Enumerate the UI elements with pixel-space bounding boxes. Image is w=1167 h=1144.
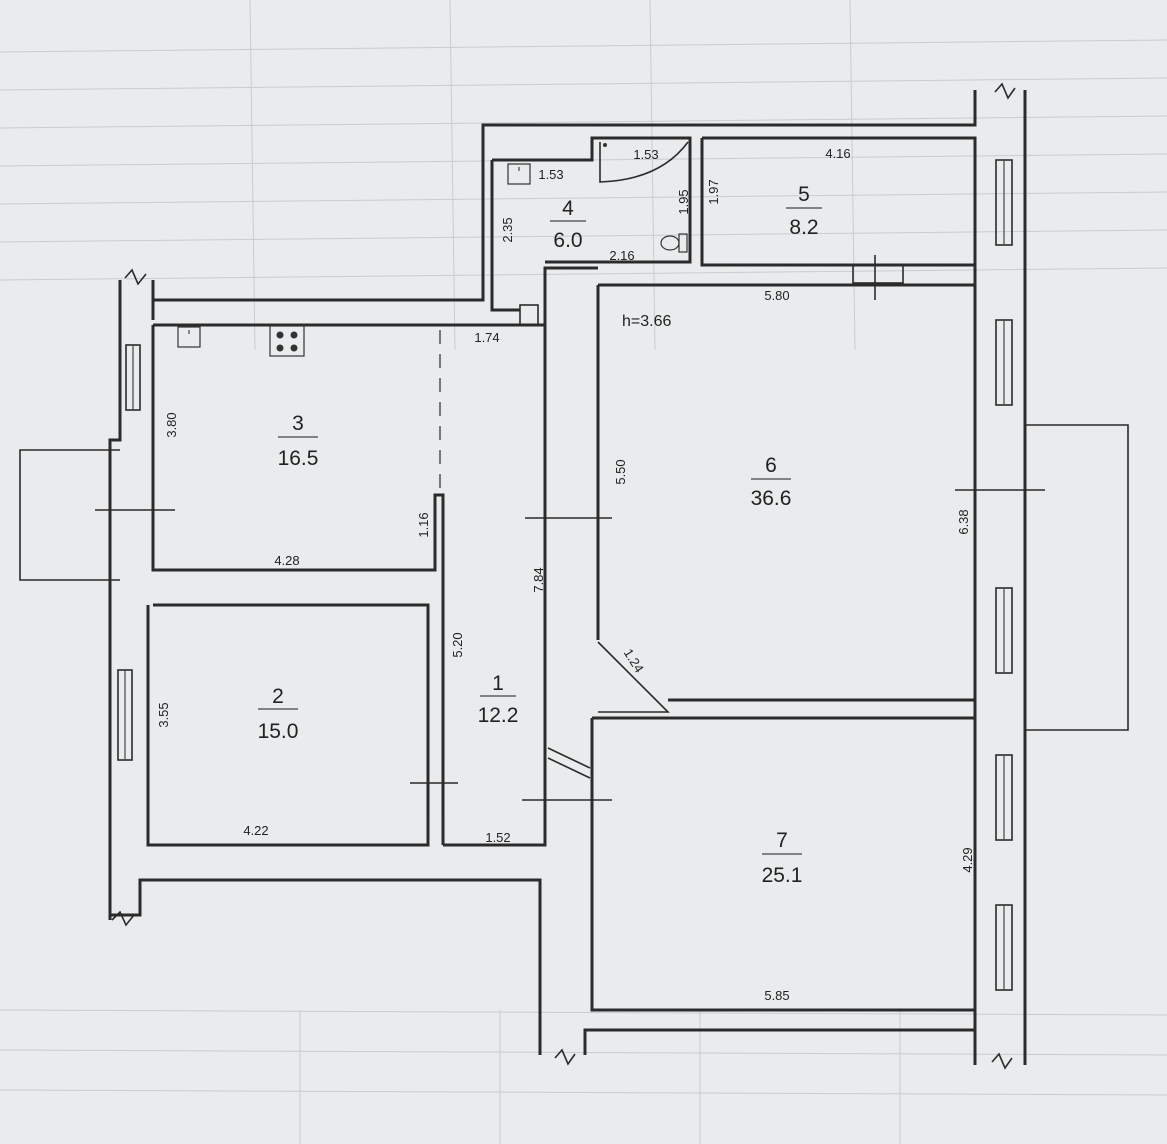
dim-7-84: 7.84 [531,567,546,592]
dim-1-24: 1.24 [621,646,647,675]
svg-text:2: 2 [272,685,284,708]
dim-4-22: 4.22 [243,823,268,838]
svg-text:3: 3 [292,412,304,435]
stove-icon [269,325,305,357]
room-4-label: 4 6.0 [550,197,586,252]
sink-icon [177,326,201,348]
svg-text:8.2: 8.2 [789,216,818,239]
dim-2-35: 2.35 [500,217,515,242]
room-2-label: 2 15.0 [258,685,299,743]
dim-4-16: 4.16 [825,146,850,161]
toilet-icon [660,233,688,253]
dim-4-28: 4.28 [274,553,299,568]
ceiling-height-note: h=3.66 [622,313,671,330]
dim-3-80: 3.80 [164,412,179,437]
room-walls [146,136,977,1012]
dim-1-53-b: 1.53 [633,147,658,162]
fixtures [177,143,688,357]
dim-6-38: 6.38 [956,509,971,534]
door-marks [410,141,689,810]
room-labels: 1 12.2 2 15.0 3 16.5 4 6.0 5 8.2 6 36.6 [258,183,822,887]
svg-text:4: 4 [562,197,574,220]
svg-text:6.0: 6.0 [553,229,582,252]
dim-1-74: 1.74 [474,330,499,345]
svg-text:16.5: 16.5 [278,447,319,470]
dim-4-29: 4.29 [960,847,975,872]
svg-text:36.6: 36.6 [751,487,792,510]
dimension-labels: 3.80 4.28 1.16 5.20 1.74 3.55 4.22 1.52 … [156,146,975,1003]
svg-text:1: 1 [492,672,504,695]
dim-5-85: 5.85 [764,988,789,1003]
windows [117,159,1013,991]
dim-1-53-a: 1.53 [538,167,563,182]
svg-text:5: 5 [798,183,810,206]
shower-drain-icon [603,143,607,147]
room-1-label: 1 12.2 [478,672,519,727]
svg-text:6: 6 [765,454,777,477]
dim-5-50: 5.50 [613,459,628,484]
room-7-label: 7 25.1 [762,829,803,887]
dim-3-55: 3.55 [156,702,171,727]
bath-sink-icon [507,163,531,185]
svg-text:15.0: 15.0 [258,720,299,743]
dim-2-16: 2.16 [609,248,634,263]
dim-1-16: 1.16 [416,512,431,537]
dim-1-95: 1.95 [676,189,691,214]
svg-text:7: 7 [776,829,788,852]
dim-1-97: 1.97 [706,179,721,204]
dim-5-20: 5.20 [450,632,465,657]
room-5-label: 5 8.2 [786,183,822,239]
room-6-label: 6 36.6 [751,454,792,510]
dim-1-52: 1.52 [485,830,510,845]
room-3-label: 3 16.5 [278,412,319,470]
svg-text:12.2: 12.2 [478,704,519,727]
svg-text:25.1: 25.1 [762,864,803,887]
dim-5-80: 5.80 [764,288,789,303]
